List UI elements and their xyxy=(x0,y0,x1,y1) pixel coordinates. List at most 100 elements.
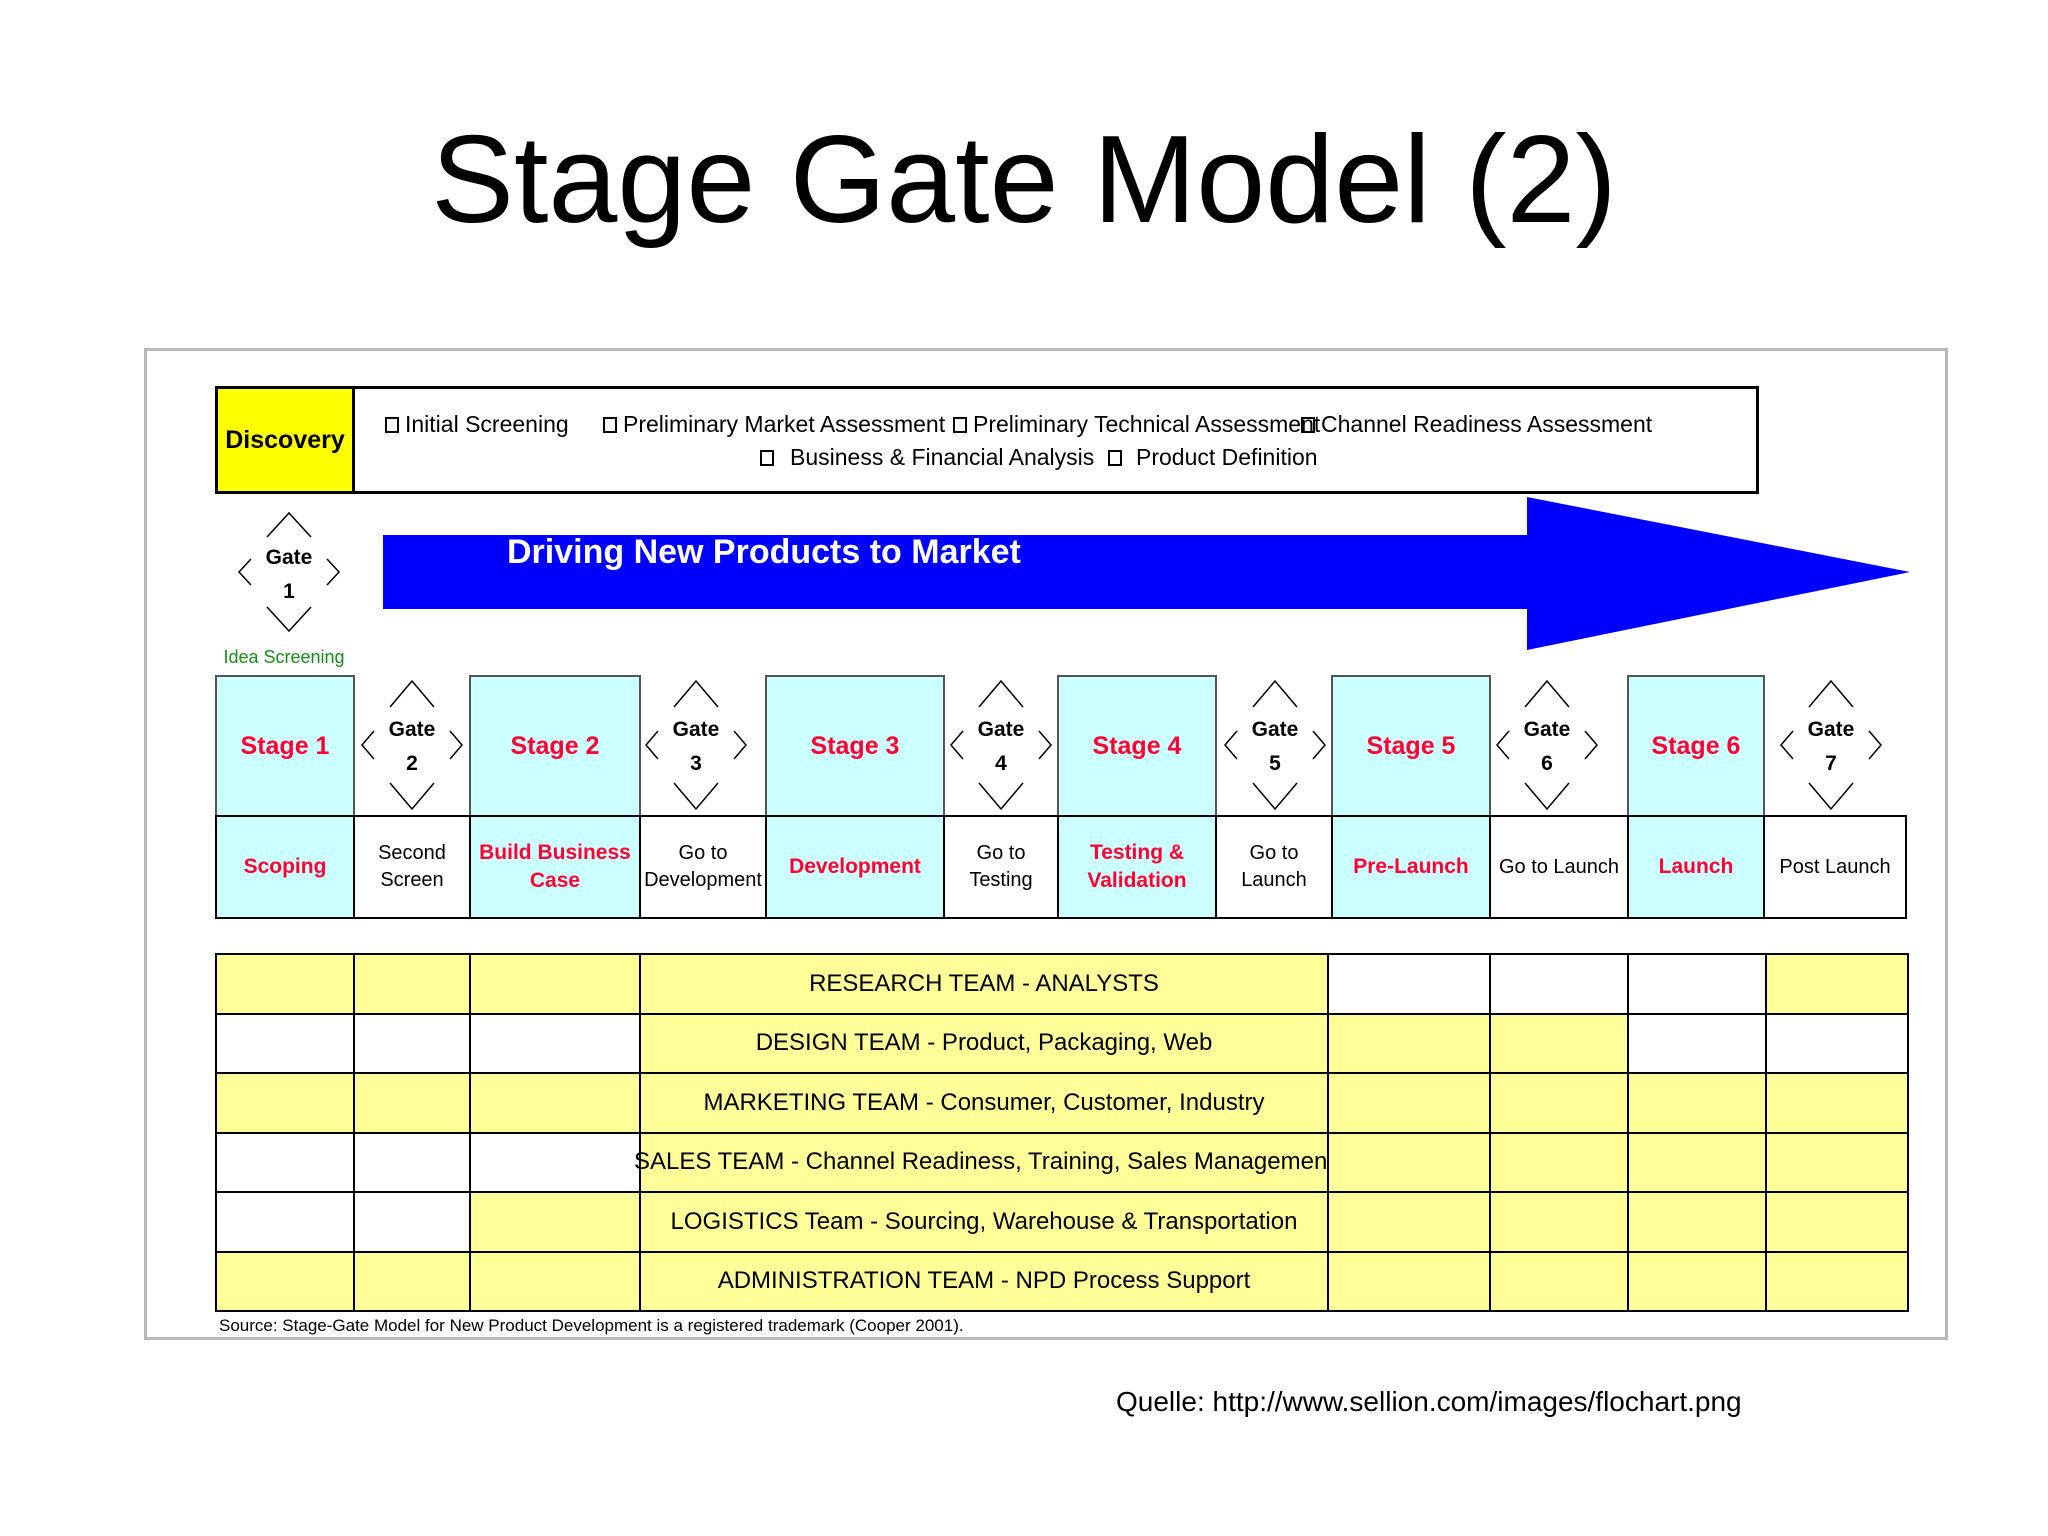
team-cell xyxy=(1489,1250,1629,1312)
stage-1-name: Scoping xyxy=(215,815,355,919)
team-cell xyxy=(353,1072,471,1134)
discovery-item: Product Definition xyxy=(1108,444,1318,471)
team-label: ADMINISTRATION TEAM - NPD Process Suppor… xyxy=(639,1250,1329,1312)
team-label: LOGISTICS Team - Sourcing, Warehouse & T… xyxy=(639,1191,1329,1253)
team-cell xyxy=(1765,1250,1909,1312)
team-cell xyxy=(215,1072,355,1134)
gate-4-diamond: Gate 4 xyxy=(949,677,1053,813)
slide-title: Stage Gate Model (2) xyxy=(431,111,1617,249)
checkbox-icon xyxy=(603,416,617,433)
team-cell xyxy=(353,1131,471,1193)
gate-diamond-icon xyxy=(237,511,341,633)
checkbox-icon xyxy=(385,416,399,433)
team-cell xyxy=(1627,953,1767,1015)
team-cell xyxy=(1627,1131,1767,1193)
team-cell xyxy=(215,1012,355,1074)
gate-5-diamond: Gate 5 xyxy=(1223,677,1327,813)
team-cell xyxy=(353,953,471,1015)
stage-5-name: Pre-Launch xyxy=(1331,815,1491,919)
team-cell xyxy=(1327,1250,1491,1312)
stage-5: Stage 5 xyxy=(1331,675,1491,817)
stage-1: Stage 1 xyxy=(215,675,355,817)
team-label: SALES TEAM - Channel Readiness, Training… xyxy=(634,1131,1334,1193)
team-cell xyxy=(1765,1131,1909,1193)
gate-diamond-icon xyxy=(645,679,747,811)
gate-1-diamond: Gate 1 xyxy=(237,509,341,635)
discovery-item: Channel Readiness Assessment xyxy=(1301,411,1652,438)
team-label: RESEARCH TEAM - ANALYSTS xyxy=(639,953,1329,1015)
gate-diamond-icon xyxy=(1496,679,1598,811)
team-cell xyxy=(1327,1072,1491,1134)
checkbox-icon xyxy=(760,449,774,466)
stage-3: Stage 3 xyxy=(765,675,945,817)
team-cell xyxy=(1765,953,1909,1015)
team-cell xyxy=(1489,1191,1629,1253)
gate-diamond-icon xyxy=(361,679,463,811)
stage-6: Stage 6 xyxy=(1627,675,1765,817)
team-cell xyxy=(469,953,641,1015)
stage-2: Stage 2 xyxy=(469,675,641,817)
stage-gate-figure: Discovery Initial Screening Preliminary … xyxy=(144,348,1948,1340)
team-cell xyxy=(1327,1131,1491,1193)
stage-4: Stage 4 xyxy=(1057,675,1217,817)
team-cell xyxy=(469,1012,641,1074)
team-cell xyxy=(1765,1191,1909,1253)
gate-3-name: Go to Development xyxy=(639,815,767,919)
team-cell xyxy=(353,1012,471,1074)
team-cell xyxy=(1489,1072,1629,1134)
checkbox-icon xyxy=(1108,449,1122,466)
gate-2-name: Second Screen xyxy=(353,815,471,919)
team-cell xyxy=(469,1072,641,1134)
discovery-item: Preliminary Technical Assessment xyxy=(953,411,1320,438)
team-cell xyxy=(1627,1072,1767,1134)
team-label: DESIGN TEAM - Product, Packaging, Web xyxy=(639,1012,1329,1074)
gate-6-name: Go to Launch xyxy=(1489,815,1629,919)
team-cell xyxy=(1627,1191,1767,1253)
idea-screening-label: Idea Screening xyxy=(223,647,345,667)
source-note: Source: Stage-Gate Model for New Product… xyxy=(219,1316,964,1335)
gate-2-diamond: Gate 2 xyxy=(360,677,464,813)
stage-2-name: Build Business Case xyxy=(469,815,641,919)
gate-diamond-icon xyxy=(1780,679,1882,811)
team-cell xyxy=(469,1191,641,1253)
discovery-item: Initial Screening xyxy=(385,411,569,438)
team-label: MARKETING TEAM - Consumer, Customer, Ind… xyxy=(639,1072,1329,1134)
checkbox-icon xyxy=(953,416,967,433)
discovery-label: Discovery xyxy=(218,389,355,491)
team-cell xyxy=(1327,1012,1491,1074)
team-cell xyxy=(1489,1131,1629,1193)
arrow-text: Driving New Products to Market xyxy=(507,533,1021,571)
team-cell xyxy=(1489,1012,1629,1074)
team-cell xyxy=(353,1191,471,1253)
gate-5-name: Go to Launch xyxy=(1215,815,1333,919)
team-cell xyxy=(1627,1250,1767,1312)
quelle-caption: Quelle: http://www.sellion.com/images/fl… xyxy=(1116,1386,1742,1417)
team-cell xyxy=(1765,1072,1909,1134)
discovery-item: Business & Financial Analysis xyxy=(760,444,1094,471)
gate-3-diamond: Gate 3 xyxy=(644,677,748,813)
stage-6-name: Launch xyxy=(1627,815,1765,919)
stage-3-name: Development xyxy=(765,815,945,919)
discovery-box: Discovery Initial Screening Preliminary … xyxy=(215,386,1759,494)
team-cell xyxy=(1489,953,1629,1015)
gate-7-diamond: Gate 7 xyxy=(1779,677,1883,813)
team-cell xyxy=(1627,1012,1767,1074)
team-cell xyxy=(215,1250,355,1312)
team-cell xyxy=(469,1250,641,1312)
gate-6-diamond: Gate 6 xyxy=(1495,677,1599,813)
market-arrow xyxy=(383,497,1910,650)
team-cell xyxy=(469,1131,641,1193)
team-cell xyxy=(215,953,355,1015)
gate-diamond-icon xyxy=(950,679,1052,811)
gate-7-name: Post Launch xyxy=(1763,815,1907,919)
gate-4-name: Go to Testing xyxy=(943,815,1059,919)
stage-4-name: Testing & Validation xyxy=(1057,815,1217,919)
gate-diamond-icon xyxy=(1224,679,1326,811)
team-cell xyxy=(353,1250,471,1312)
team-cell xyxy=(1327,1191,1491,1253)
checkbox-icon xyxy=(1301,416,1315,433)
team-cell xyxy=(1765,1012,1909,1074)
discovery-item: Preliminary Market Assessment xyxy=(603,411,945,438)
team-cell xyxy=(215,1131,355,1193)
